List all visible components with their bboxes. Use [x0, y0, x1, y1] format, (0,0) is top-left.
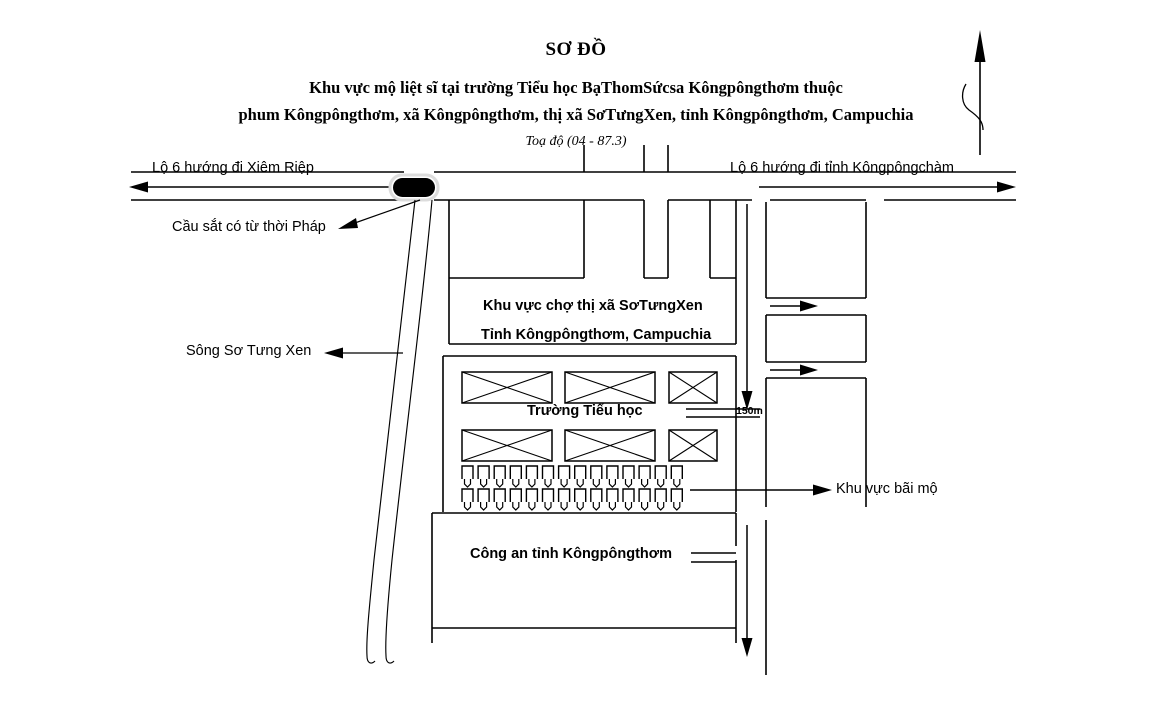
school-building	[564, 429, 656, 462]
grave-marker-icon	[509, 465, 522, 488]
label-grave-area: Khu vực bãi mộ	[836, 481, 938, 497]
school-building	[461, 371, 553, 404]
bridge-leader-line	[338, 199, 421, 229]
school-block-outline	[442, 355, 737, 512]
label-market-line-2: Tỉnh Kôngpôngthơm, Campuchia	[481, 327, 712, 343]
distance-arrow-150m	[741, 204, 753, 410]
school-leader-line	[686, 408, 760, 418]
grave-marker-icon	[574, 488, 587, 511]
grave-marker-icon	[670, 465, 683, 488]
grave-marker-icon	[557, 465, 571, 488]
grave-marker-icon	[622, 488, 635, 511]
grave-marker-icon	[606, 465, 619, 488]
grave-marker-icon	[541, 488, 555, 511]
grave-marker-icon	[638, 465, 651, 488]
grave-marker-icon	[654, 488, 667, 511]
grave-marker-icon	[493, 488, 506, 511]
label-school: Trường Tiểu học	[527, 403, 643, 419]
label-road-west: Lộ 6 hướng đi Xiêm Riệp	[152, 160, 314, 176]
grave-marker-layer	[461, 465, 683, 511]
grave-marker-icon	[638, 488, 651, 511]
label-distance-150m: 150m	[736, 405, 763, 417]
river-leader-line	[324, 347, 403, 359]
label-road-east: Lộ 6 hướng đi tỉnh Kôngpôngchàm	[730, 160, 954, 176]
label-bridge: Cầu sắt có từ thời Pháp	[172, 219, 326, 235]
grave-marker-icon	[557, 488, 571, 511]
grave-marker-icon	[670, 488, 683, 511]
grave-marker-icon	[493, 465, 506, 488]
label-market-line-1: Khu vực chợ thị xã SơTưngXen	[483, 298, 703, 314]
grave-marker-icon	[590, 465, 603, 488]
grave-marker-icon	[461, 465, 474, 488]
grave-marker-icon	[590, 488, 603, 511]
grave-marker-icon	[509, 488, 522, 511]
police-block-outline	[431, 512, 737, 643]
road-arrow-west	[129, 181, 393, 193]
school-building	[668, 429, 718, 462]
grave-marker-icon	[477, 465, 490, 488]
river-song-so-tung-xen	[366, 199, 433, 664]
south-direction-arrow	[741, 525, 753, 657]
side-street-lower	[766, 361, 866, 379]
grave-marker-icon	[622, 465, 635, 488]
main-road-lo6	[129, 171, 1016, 201]
school-building	[461, 429, 553, 462]
grave-marker-icon	[654, 465, 667, 488]
label-river: Sông Sơ Tưng Xen	[186, 343, 312, 359]
grave-marker-icon	[541, 465, 555, 488]
bridge-icon	[388, 173, 440, 202]
grave-marker-icon	[525, 465, 539, 488]
label-police: Công an tỉnh Kôngpôngthơm	[470, 546, 672, 562]
market-block-outline	[449, 200, 737, 345]
grave-area-leader-line	[690, 484, 832, 496]
grave-marker-icon	[574, 465, 587, 488]
school-building	[668, 371, 718, 404]
school-building	[564, 371, 656, 404]
grave-marker-icon	[606, 488, 619, 511]
grave-marker-icon	[525, 488, 539, 511]
road-arrow-east	[759, 181, 1016, 193]
grave-marker-icon	[461, 488, 474, 511]
side-street-upper	[766, 297, 866, 316]
north-arrow-icon	[961, 30, 986, 155]
grave-marker-icon	[477, 488, 490, 511]
